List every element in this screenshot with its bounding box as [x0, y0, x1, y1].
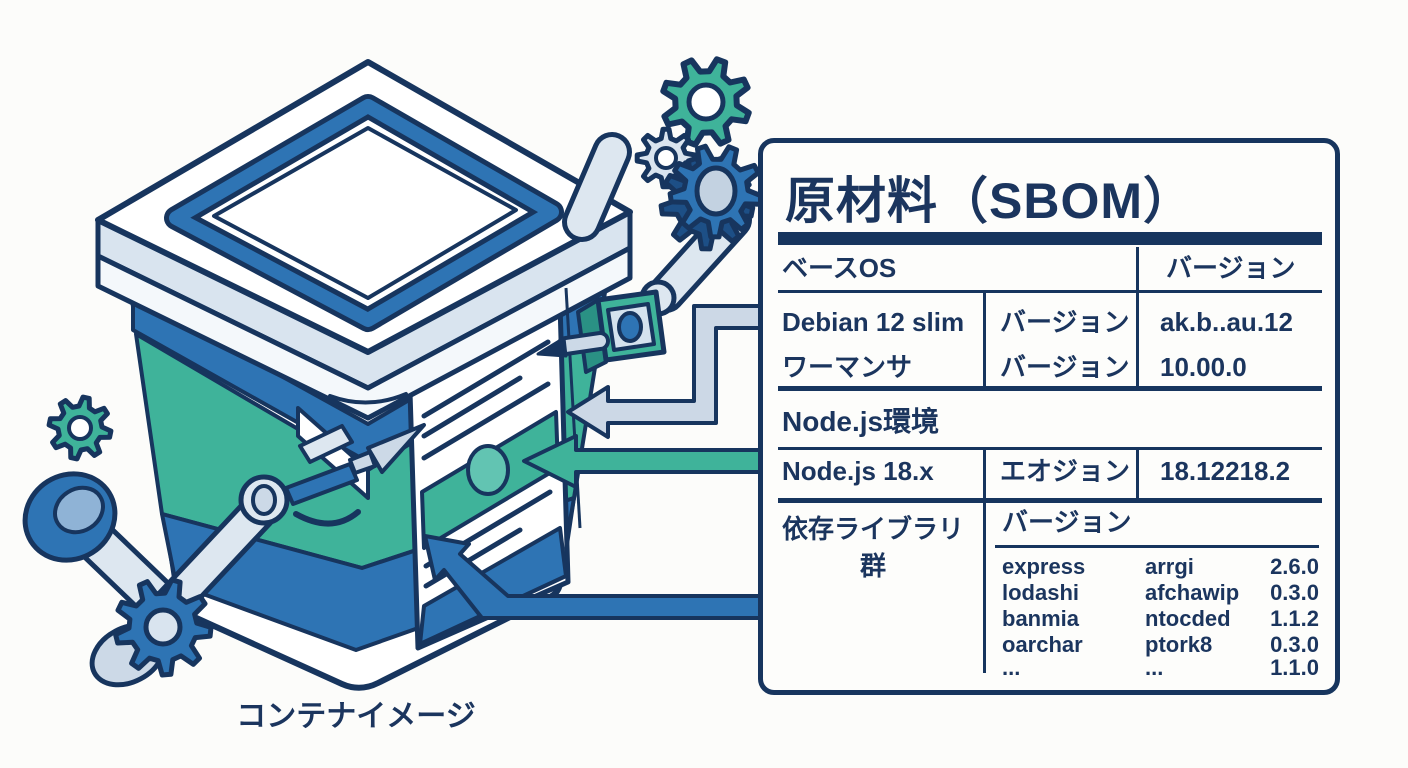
panel-circle [466, 444, 510, 496]
gear-hole [686, 82, 726, 122]
deps-header-line [995, 545, 1319, 548]
os-row-version: ak.b..au.12 [1160, 307, 1293, 337]
lid-ring-blue [169, 99, 559, 327]
dep-version: 2.6.0 [1270, 554, 1319, 579]
divider [1136, 293, 1139, 386]
arrow-grey-baseos [566, 304, 762, 439]
dep-version: 0.3.0 [1270, 580, 1319, 605]
connector-arrows [423, 304, 762, 620]
divider [1136, 450, 1139, 498]
dep-name: banmia [1002, 606, 1080, 631]
gear-cluster-top [634, 56, 765, 252]
os-row-name: Debian 12 slim [782, 307, 965, 337]
lid-detail-curve [328, 392, 408, 405]
arm-segment [154, 498, 272, 622]
dep-pkg: arrgi [1145, 554, 1194, 579]
os-row-version: 10.00.0 [1160, 352, 1247, 382]
arrow-blue-deps [423, 534, 762, 620]
panel-line [421, 339, 551, 419]
header-version: バージョン [1166, 253, 1296, 283]
dep-version: 1.1.0 [1270, 655, 1319, 680]
dep-pkg: ntocded [1145, 606, 1231, 631]
caption-label: コンテナイメージ [236, 700, 475, 733]
dep-pkg: ... [1145, 655, 1164, 680]
row-line [778, 447, 1322, 450]
dep-version: 1.1.2 [1270, 606, 1319, 631]
dep-name: lodashi [1002, 580, 1080, 605]
dep-version: 0.3.0 [1270, 632, 1319, 657]
drill-ferrule [348, 450, 377, 475]
os-row-label: バージョン [1000, 307, 1130, 337]
divider [983, 450, 986, 498]
arm-elbow-hub [251, 484, 277, 516]
os-row-label: バージョン [1000, 352, 1130, 382]
node-section-title: Node.js環境 [782, 406, 940, 437]
table-title: 原材料（SBOM） [785, 173, 1194, 229]
section-line [778, 498, 1322, 503]
lid-inner [212, 126, 518, 300]
gear-hole [67, 415, 93, 441]
tool-rod [560, 335, 606, 352]
deps-cell-line2: 群 [859, 551, 886, 581]
tool-block-lens [617, 311, 643, 343]
gear-cluster-left [46, 394, 214, 678]
node-row-label: エオジョン [1000, 456, 1131, 486]
divider [983, 293, 986, 386]
dep-name: express [1002, 554, 1086, 579]
row-line [778, 290, 1322, 293]
title-underbar [778, 232, 1322, 245]
lid-skirt-lip [95, 245, 633, 421]
node-row-name: Node.js 18.x [782, 456, 934, 486]
sbom-table: 原材料（SBOM） ベースOS バージョン Debian 12 slim バージ… [758, 138, 1340, 695]
deps-cell-line1: 依存ライブラリ [781, 514, 964, 544]
arm-clamp [298, 424, 354, 464]
arm-hook [293, 509, 361, 527]
panel-line [423, 527, 523, 589]
header-base-os: ベースOS [782, 253, 897, 283]
dep-name: ... [1002, 655, 1021, 680]
section-line [778, 386, 1322, 391]
arm-segment [567, 137, 627, 237]
panel-line [421, 375, 523, 439]
screwdriver-tip [536, 336, 568, 358]
container-lid [95, 59, 633, 421]
dep-pkg: ptork8 [1145, 632, 1213, 657]
drill-body [284, 462, 359, 506]
arm-base-hub [53, 485, 105, 535]
drill-spear-tip [366, 423, 426, 474]
divider [983, 503, 986, 673]
dep-name: oarchar [1002, 632, 1083, 657]
dep-pkg: afchawip [1145, 580, 1240, 605]
deps-version-header: バージョン [1002, 507, 1132, 537]
gear-hole [694, 165, 738, 217]
gear-hole [143, 607, 183, 647]
node-row-version: 18.12218.2 [1160, 456, 1291, 486]
os-row-name: ワーマンサ [782, 352, 913, 382]
arrow-teal-node [522, 434, 762, 489]
panel-line [421, 381, 551, 461]
divider [1136, 247, 1139, 290]
gear-hole [654, 146, 678, 170]
